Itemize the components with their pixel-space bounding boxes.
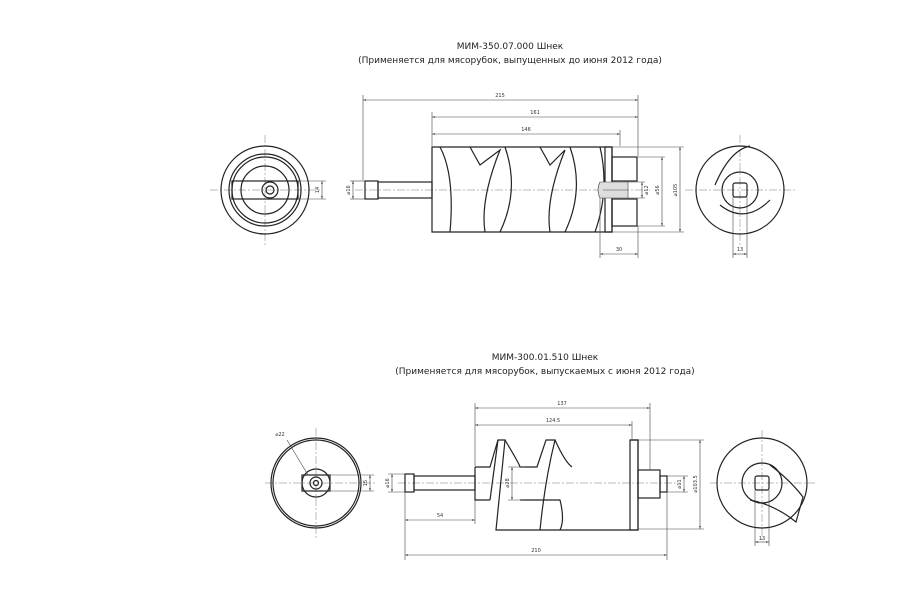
part2-dim-face: ⌀22 xyxy=(275,432,284,438)
part1-dimensions: 215 161 146 ⌀16 ⌀12 ⌀56 ⌀105 30 xyxy=(346,93,684,258)
part1-dim-key: 13 xyxy=(737,247,743,253)
part2-dim-210: 210 xyxy=(531,548,541,554)
part1-dim-hub: ⌀56 xyxy=(655,185,661,194)
part1-side-view xyxy=(355,146,650,233)
part2-title: МИМ-300.01.510 Шнек xyxy=(492,353,599,363)
part1-dim-bore: ⌀12 xyxy=(644,185,650,194)
part1-subtitle: (Применяется для мясорубок, выпущенных д… xyxy=(358,56,662,66)
part1-left-view: 14 xyxy=(210,135,326,245)
part1-dim-161: 161 xyxy=(530,110,540,116)
part2-dim-124: 124.5 xyxy=(546,418,560,424)
part1-dim-shaft: ⌀16 xyxy=(346,185,352,194)
part1-right-view: 13 xyxy=(685,135,795,258)
part2-dim-outer: ⌀103.5 xyxy=(693,475,699,492)
part2-dim-slot: 15 xyxy=(363,480,369,486)
part2-dim-key: 13 xyxy=(759,536,765,542)
part2-left-view: ⌀22 15 xyxy=(265,428,375,538)
part2-dim-137: 137 xyxy=(557,401,567,407)
part2-dim-54: 54 xyxy=(437,513,443,519)
part1-title: МИМ-350.07.000 Шнек xyxy=(457,42,564,52)
part2-dim-tip: ⌀11 xyxy=(677,479,683,488)
part2-dim-shaft: ⌀16 xyxy=(385,478,391,487)
part1-dim-30: 30 xyxy=(616,247,622,253)
part1-dim-slot: 14 xyxy=(315,187,321,193)
part2-dimensions: 137 124.5 ⌀16 ⌀28 ⌀11 ⌀103.5 54 xyxy=(385,401,704,560)
part2-drawing: МИМ-300.01.510 Шнек (Применяется для мяс… xyxy=(265,353,815,560)
part2-dim-core: ⌀28 xyxy=(505,478,511,487)
part1-drawing: МИМ-350.07.000 Шнек (Применяется для мяс… xyxy=(210,42,795,258)
part2-right-view: 13 xyxy=(710,430,815,546)
part2-subtitle: (Применяется для мясорубок, выпускаемых … xyxy=(395,367,694,377)
part1-dim-215: 215 xyxy=(495,93,505,99)
part2-side-view xyxy=(398,439,680,531)
part1-dim-146: 146 xyxy=(521,127,531,133)
part1-dim-outer: ⌀105 xyxy=(673,184,679,197)
